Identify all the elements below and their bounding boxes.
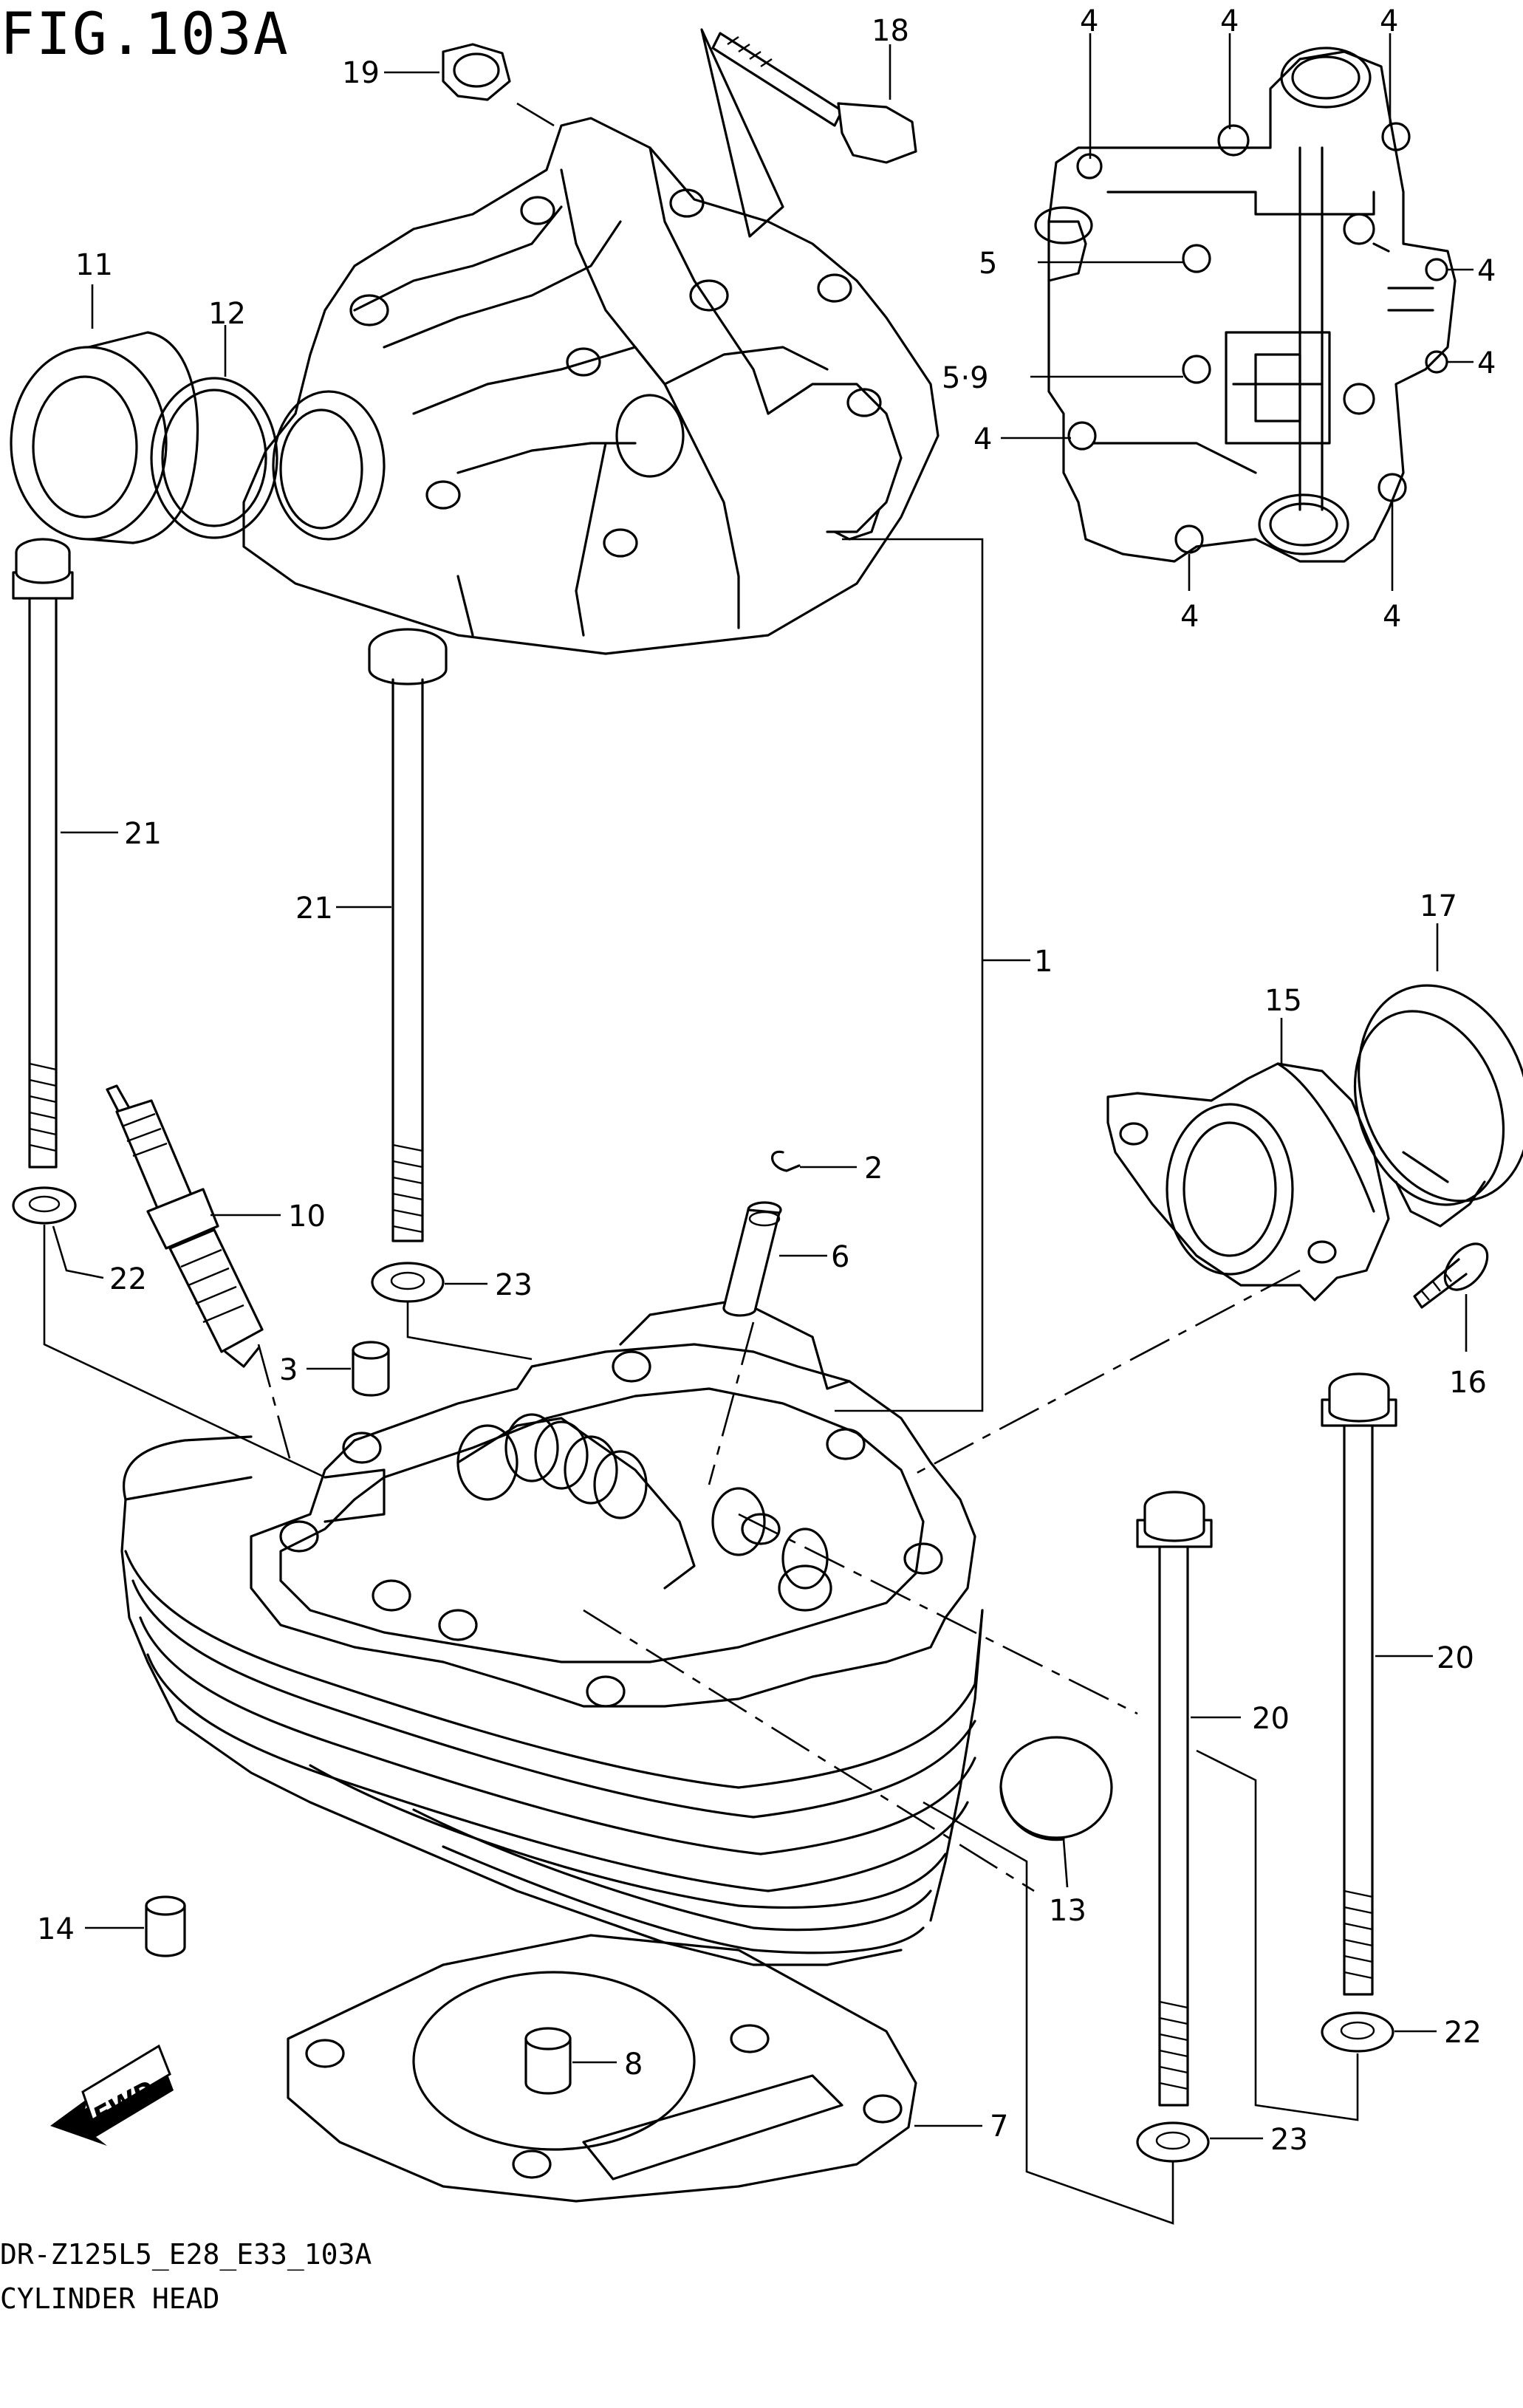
head-gasket	[287, 1934, 917, 2203]
head-bolt-right	[1321, 1372, 1397, 1996]
stud-bolt-center	[368, 628, 448, 1242]
callout-11: 11	[75, 248, 113, 282]
figure-caption: CYLINDER HEAD	[0, 2282, 220, 2315]
spark-plug	[106, 1084, 264, 1368]
callout-4b: 4	[1220, 4, 1239, 38]
intake-screw	[1413, 1242, 1489, 1309]
dowel-3	[352, 1341, 390, 1397]
callout-18: 18	[872, 14, 909, 48]
cap-nut	[442, 43, 555, 127]
cylinder-head-cover	[242, 117, 940, 655]
callout-5: 5	[979, 247, 997, 281]
callout-2: 2	[864, 1152, 883, 1186]
callout-17: 17	[1420, 889, 1457, 923]
intake-pipe	[1106, 1062, 1390, 1302]
dowel-pin	[524, 2027, 572, 2095]
callout-10: 10	[288, 1200, 326, 1234]
callout-21a: 21	[124, 817, 162, 851]
intake-clamp	[1353, 984, 1523, 1228]
cylinder-head	[120, 1299, 984, 1966]
callout-1: 1	[1034, 945, 1053, 979]
callout-3: 3	[279, 1353, 298, 1387]
callout-5-9: 5·9	[942, 361, 989, 395]
callout-13: 13	[1049, 1894, 1086, 1928]
callout-23b: 23	[1270, 2123, 1308, 2157]
callout-4e: 4	[1477, 346, 1496, 380]
model-code: DR-Z125L5_E28_E33_103A	[0, 2238, 372, 2271]
washer-left	[12, 1186, 77, 1225]
valve-guide-circlip	[771, 1150, 801, 1172]
callout-4c: 4	[1380, 4, 1398, 38]
head-bolt-center	[1136, 1491, 1213, 2107]
callout-22a: 22	[109, 1262, 147, 1296]
callout-20b: 20	[1252, 1702, 1290, 1736]
callout-16: 16	[1449, 1366, 1487, 1400]
washer-right	[1321, 2011, 1394, 2053]
callout-22b: 22	[1444, 2016, 1482, 2050]
callout-4d: 4	[1477, 254, 1496, 288]
callout-21b: 21	[295, 892, 333, 926]
callout-labels: 1 2 3 4 4 4 4 4 4 4 4 5 5·9 6 7 8 10 11 …	[37, 4, 1496, 2157]
callout-23a: 23	[495, 1268, 533, 1302]
leader-lines	[43, 33, 1474, 2225]
figure-title: FIG.103A	[0, 1, 290, 68]
callout-14: 14	[37, 1912, 75, 1946]
plug-cap	[999, 1736, 1113, 1841]
valve-guide	[722, 1201, 782, 1317]
callout-19: 19	[342, 56, 380, 90]
stud-bolt-left	[12, 538, 74, 1169]
callout-8: 8	[624, 2048, 643, 2082]
washer-center	[371, 1262, 445, 1303]
callout-15: 15	[1264, 984, 1302, 1018]
oil-filler-cap	[10, 331, 199, 544]
callout-4g: 4	[1180, 600, 1199, 634]
washer-bottom	[1136, 2121, 1210, 2163]
callout-4h: 4	[1383, 600, 1401, 634]
callout-4f: 4	[973, 423, 992, 456]
callout-4a: 4	[1080, 4, 1098, 38]
callout-12: 12	[208, 297, 246, 331]
callout-6: 6	[831, 1240, 849, 1274]
callout-20a: 20	[1437, 1641, 1474, 1675]
fwd-arrow-icon: FWD	[50, 2044, 174, 2146]
bolt-top	[700, 28, 917, 238]
callout-7: 7	[990, 2110, 1008, 2144]
dowel-14	[145, 1895, 186, 1957]
cylinder-head-cover-underside	[1034, 47, 1457, 563]
o-ring	[150, 377, 278, 539]
